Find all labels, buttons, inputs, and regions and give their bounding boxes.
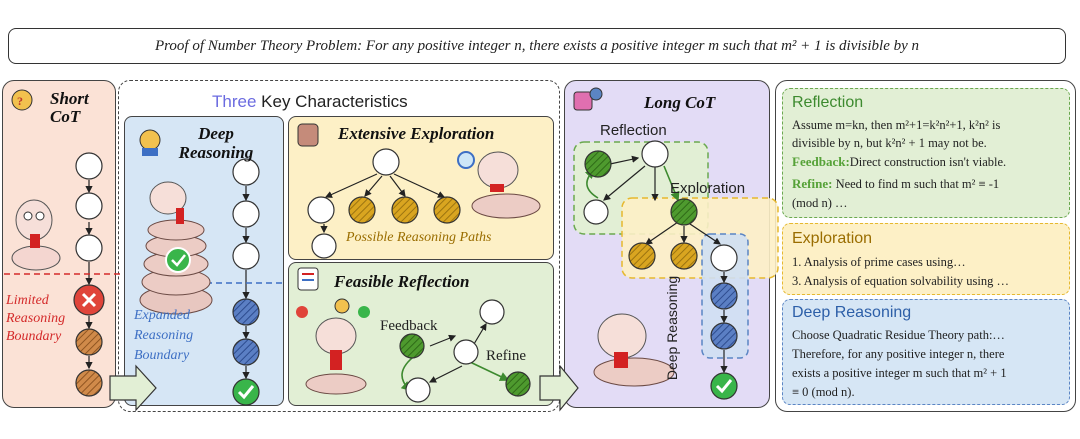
deep-line-4: ≡ 0 (mod n).	[792, 385, 855, 399]
reflection-feedback-line: Feedback:Direct construction isn't viabl…	[792, 153, 1006, 171]
three-key-heading: Three Key Characteristics	[212, 92, 408, 112]
short-cot-mascot	[11, 199, 61, 271]
three-key-heading-rest: Key Characteristics	[261, 92, 408, 111]
feedback-label: Feedback	[380, 318, 438, 334]
reflection-refine-line: Refine: Need to find m such that m² ≡ -1	[792, 175, 999, 193]
deep-example-heading: Deep Reasoning	[792, 304, 912, 321]
deep-line-3: exists a positive integer m such that m²…	[792, 366, 1007, 380]
three-to-long-arrow	[539, 364, 579, 412]
exploration-tree	[307, 148, 461, 259]
short-to-three-arrow	[109, 364, 157, 412]
problem-title-box: Proof of Number Theory Problem: For any …	[8, 28, 1066, 64]
svg-text:?: ?	[17, 94, 23, 108]
short-cot-heading: Short CoT	[50, 89, 89, 126]
refine-label: Refine	[486, 348, 526, 364]
reflection-line-1: Assume m=kn, then m²+1=k²n²+1, k²n² is	[792, 118, 1001, 132]
long-cot-heading: Long CoT	[644, 93, 716, 112]
checklist-icon	[297, 267, 319, 291]
reflection-example-heading: Reflection	[792, 94, 864, 111]
long-cot-graph	[573, 140, 779, 400]
long-deep-label: Deep Reasoning	[664, 275, 680, 381]
reflection-line-2: divisible by n, but k²n² + 1 may not be.	[792, 136, 987, 150]
deep-line-2: Therefore, for any positive integer n, t…	[792, 347, 1005, 361]
deep-reasoning-chain	[176, 158, 282, 406]
exploration-item-3: 3. Analysis of equation solvability usin…	[792, 274, 1010, 288]
exploration-item-1: 1. Analysis of prime cases using…	[792, 255, 966, 269]
feedback-key: Feedback:	[792, 154, 850, 169]
feasible-reflection-heading: Feasible Reflection	[334, 272, 470, 291]
long-exploration-label: Exploration	[670, 180, 746, 197]
possible-paths-label: Possible Reasoning Paths	[346, 230, 492, 245]
refine-text-cont: (mod n) …	[792, 196, 848, 210]
exploration-example-heading: Exploration	[792, 230, 873, 247]
exploration-mascot	[457, 151, 541, 219]
feedback-text: Direct construction isn't viable.	[849, 155, 1007, 169]
long-cot-mascot	[593, 313, 675, 387]
short-cot-chain	[4, 152, 122, 397]
refine-key: Refine:	[792, 176, 833, 191]
long-reflection-label: Reflection	[600, 122, 667, 139]
refine-text: Need to find m such that m² ≡ -1	[835, 177, 1000, 191]
three-key-heading-highlight: Three	[212, 92, 257, 111]
deep-line-1: Choose Quadratic Residue Theory path:…	[792, 328, 1005, 342]
reflection-mascot	[296, 298, 370, 395]
reflection-example-box	[782, 88, 1070, 218]
expanded-boundary-label: Expanded Reasoning Boundary	[134, 308, 194, 363]
puzzle-icon	[573, 87, 603, 111]
deep-reasoning-mascot	[139, 181, 213, 315]
deep-reasoning-heading: Deep Reasoning	[178, 124, 254, 162]
limited-boundary-label: Limited Reasoning Boundary	[6, 293, 66, 344]
problem-title: Proof of Number Theory Problem: For any …	[154, 37, 920, 54]
explorer-icon	[297, 123, 319, 147]
student-icon	[139, 129, 161, 156]
extensive-exploration-panel	[288, 116, 554, 260]
thinking-icon: ?	[11, 89, 33, 111]
extensive-exploration-heading: Extensive Exploration	[338, 124, 495, 143]
reflection-graph	[399, 299, 531, 403]
deep-reasoning-example-box	[782, 299, 1070, 405]
exploration-example-box	[782, 223, 1070, 295]
